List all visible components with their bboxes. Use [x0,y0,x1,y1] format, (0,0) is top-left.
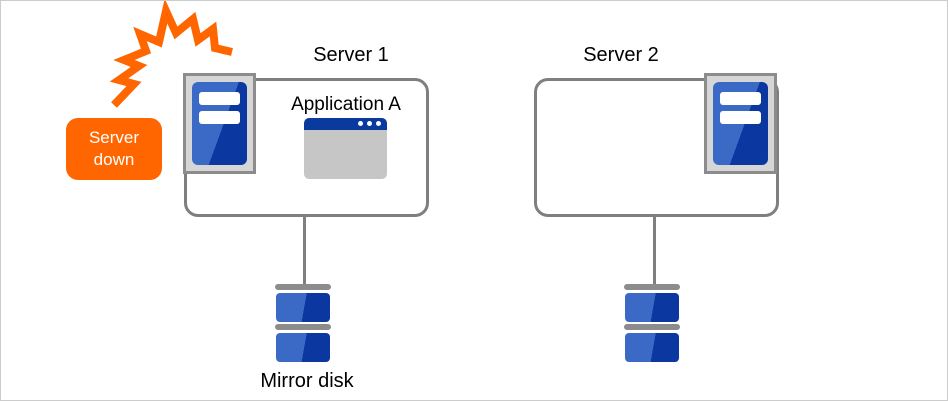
disk-platter [276,293,330,322]
app-window-buttons-icon [358,121,381,126]
disk-middle-bar [624,324,680,330]
app-window-icon [304,118,387,179]
tower-slot-bar [199,111,240,124]
disk-top-bar [275,284,331,290]
tower-slot-bar [720,92,761,105]
server1-mirror-disk-icon [275,284,331,363]
disk-platter [625,293,679,322]
server-tower-body [192,82,247,165]
server-tower-body [713,82,768,165]
app-window-body [304,130,387,179]
server1-tower-icon [183,73,256,174]
server-down-line2: down [93,150,135,169]
disk-top-bar [624,284,680,290]
disk-platter [276,333,330,362]
server2-tower-icon [704,73,777,174]
tower-slot-bar [720,111,761,124]
lightning-bolt-icon [109,1,233,108]
server1-disk-connector [303,215,306,286]
server2-label: Server 2 [583,44,659,66]
mirror-disk-label: Mirror disk [260,370,354,392]
application-a-label: Application A [291,94,401,115]
tower-slot-bar [199,92,240,105]
server2-mirror-disk-icon [624,284,680,363]
disk-middle-bar [275,324,331,330]
server-down-line1: Server [88,128,140,147]
server2-disk-connector [653,215,656,286]
app-window-titlebar [304,118,387,130]
server-down-badge: Server down [66,118,162,180]
server1-label: Server 1 [313,44,389,66]
disk-platter [625,333,679,362]
